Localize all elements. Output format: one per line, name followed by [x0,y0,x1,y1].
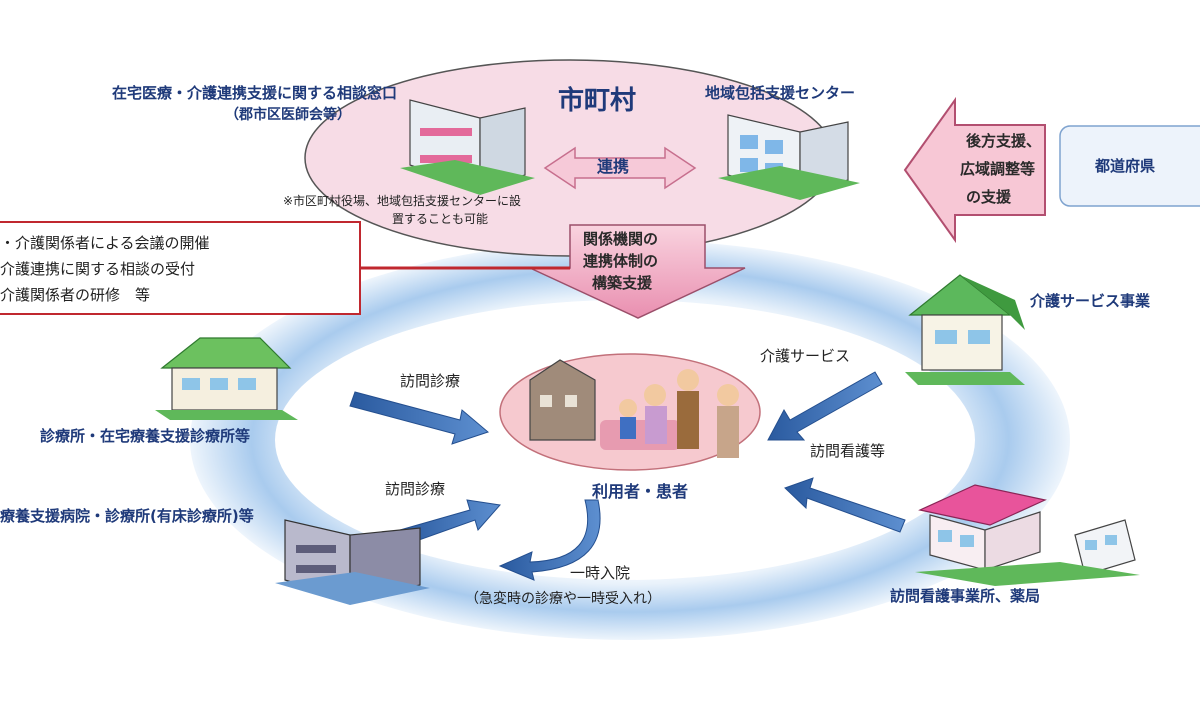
visit-medical-label-2: 訪問診療 [385,480,446,498]
hospital-label: 療養支援病院・診療所(有床診療所)等 [0,507,254,525]
prefecture-support-arrow [903,96,1046,244]
center-label: 地域包括支援センター [705,84,856,102]
visit-nursing-label: 訪問看護等 [810,442,886,460]
prefecture-label: 都道府県 [1095,157,1156,175]
arrow-clinic-to-patient [349,391,490,445]
consult-subtitle: （郡市区医師会等） [225,107,351,123]
pref-support-line-1: 後方支援、 [966,132,1042,150]
visit-medical-label-1: 訪問診療 [400,372,461,390]
activity-line-1: ・介護関係者による会議の開催 [0,234,210,252]
care-service-label: 介護サービス [760,347,851,365]
center-building-icon [718,114,860,200]
care-office-label: 介護サービス事業 [1030,292,1151,310]
admission-detail: （急変時の診療や一時受入れ） [465,591,661,607]
activity-line-3: 介護関係者の研修 等 [0,286,151,304]
pref-support-line-2: 広域調整等 [960,160,1036,178]
admission-label: 一時入院 [570,564,631,582]
activity-box [0,221,361,315]
arrow-nursing-to-patient [784,477,906,533]
patients-label: 利用者・患者 [592,482,689,501]
note-line-2: 置することも可能 [392,212,489,226]
municipality-label: 市町村 [558,86,637,116]
activity-line-2: 介護連携に関する相談の受付 [0,260,196,278]
clinic-building-icon [155,337,298,420]
consult-title: 在宅医療・介護連携支援に関する相談窓口 [112,84,398,102]
nursing-building-icon [915,484,1140,586]
system-support-line-1: 関係機関の [583,230,659,248]
pref-support-line-3: の支援 [966,188,1012,206]
note-line-1: ※市区町村役場、地域包括支援センターに設 [283,194,522,208]
consult-building-icon [400,99,535,195]
care-office-building-icon [905,274,1025,385]
nursing-office-label: 訪問看護事業所、薬局 [890,587,1041,605]
arrow-care-to-patient [767,371,883,441]
hospital-building-icon [275,519,430,605]
system-support-line-2: 連携体制の [583,252,659,270]
prefecture-box [1059,125,1200,207]
system-support-line-3: 構築支援 [592,274,653,292]
admission-curve-arrow [498,499,601,581]
link-double-arrow [543,146,697,190]
patients-group-icon [529,359,739,458]
clinic-label: 診療所・在宅療養支援診療所等 [40,427,251,445]
link-label: 連携 [597,157,630,176]
